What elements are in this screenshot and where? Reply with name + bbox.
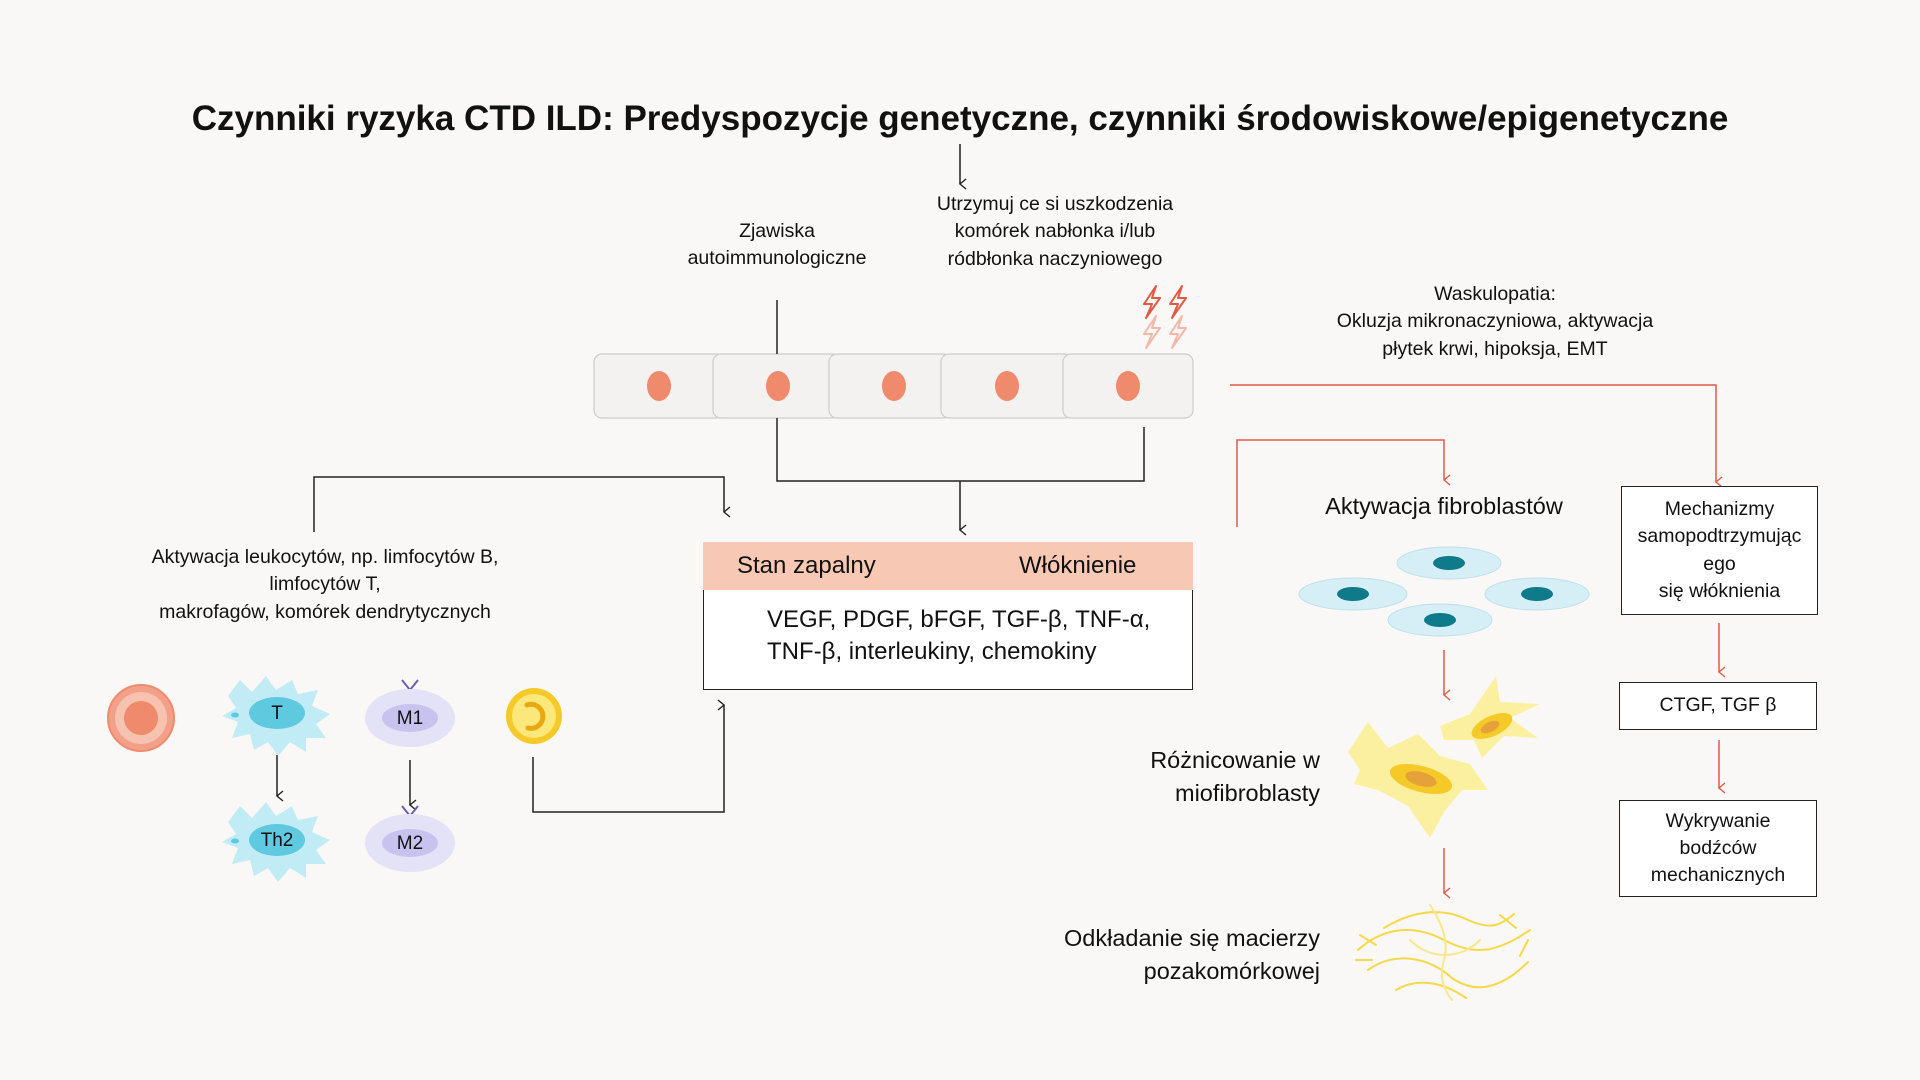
ctgf-box: CTGF, TGF β (1619, 682, 1817, 730)
connectors (275, 300, 1145, 813)
dendritic-cell-icon (506, 688, 562, 744)
th2-cell-label: Th2 (260, 830, 294, 851)
inflammation-fibrosis-header: Stan zapalny Włóknienie (703, 542, 1193, 590)
injury-line: ródbłonka naczyniowego (947, 247, 1163, 270)
fibroblast-icon (1298, 546, 1590, 637)
fibrosis-label: Włóknienie (1019, 552, 1137, 579)
ecm-line: Odkładanie się macierzy (1064, 925, 1320, 951)
mediators-text: VEGF, PDGF, bFGF, TGF-β, TNF-α, TNF-β, i… (767, 604, 1150, 669)
m1-macrophage-icon (365, 679, 455, 747)
lightning-icon (1143, 285, 1187, 349)
m2-cell-label: M2 (396, 833, 424, 854)
mediators-box: VEGF, PDGF, bFGF, TGF-β, TNF-α, TNF-β, i… (703, 590, 1193, 690)
mechanisms-line: się włóknienia (1658, 579, 1781, 602)
vasculopathy-label: Waskulopatia: Okluzja mikronaczyniowa, a… (1300, 281, 1690, 363)
vasculopathy-line: Waskulopatia: (1434, 283, 1556, 305)
cell-nucleus (647, 371, 671, 401)
mechano-line: Wykrywanie (1665, 809, 1771, 832)
myofibroblast-line: Różnicowanie w (1150, 747, 1320, 773)
red-connectors (730, 384, 1726, 899)
cell-nucleus (1116, 371, 1140, 401)
leukocyte-line: makrofagów, komórek dendrytycznych (159, 600, 491, 623)
cell-nucleus (882, 371, 906, 401)
ecm-deposition-label: Odkładanie się macierzy pozakomórkowej (980, 922, 1320, 988)
fibroblast-activation-label: Aktywacja fibroblastów (1325, 493, 1563, 519)
mechanisms-line: Mechanizmy (1664, 497, 1775, 520)
leukocyte-activation-label: Aktywacja leukocytów, np. limfocytów B, … (120, 544, 530, 626)
autoimmune-line: autoimmunologiczne (687, 247, 867, 270)
injury-line: komórek nabłonka i/lub (954, 220, 1156, 243)
myofibroblast-icon (1348, 676, 1540, 838)
page-title: Czynniki ryzyka CTD ILD: Predyspozycje g… (191, 99, 1729, 138)
vasculopathy-line: Okluzja mikronaczyniowa, aktywacja (1336, 310, 1654, 333)
th2-cell-icon (222, 802, 330, 882)
mechanisms-line: ego (1703, 552, 1736, 575)
ecm-line: pozakomórkowej (1143, 957, 1320, 984)
self-sustaining-mechanisms-box: Mechanizmy samopodtrzymując ego się włók… (1621, 486, 1818, 615)
epithelial-cell-row (593, 353, 1194, 419)
injury-label: Utrzymuj ce si uszkodzenia komórek nabło… (905, 191, 1205, 273)
injury-line: Utrzymuj ce si uszkodzenia (936, 193, 1174, 215)
mediators-line: TNF-β, interleukiny, chemokiny (767, 638, 1097, 666)
ecm-fibers-icon (1355, 904, 1531, 1001)
leukocyte-line: limfocytów T, (269, 573, 381, 596)
t-cell-icon (222, 676, 330, 756)
autoimmune-line: Zjawiska (739, 220, 815, 242)
autoimmune-label: Zjawiska autoimmunologiczne (657, 218, 897, 273)
cell-nucleus (766, 371, 790, 401)
m1-cell-label: M1 (396, 708, 424, 729)
b-cell-icon (107, 684, 175, 752)
mechanosensing-box: Wykrywanie bodźców mechanicznych (1619, 800, 1817, 897)
t-cell-label: T (271, 703, 283, 724)
mediators-line: VEGF, PDGF, bFGF, TGF-β, TNF-α, (767, 606, 1151, 633)
cell-nucleus (995, 371, 1019, 401)
vasculopathy-line: płytek krwi, hipoksja, EMT (1382, 337, 1608, 360)
mechano-line: bodźców (1679, 836, 1757, 859)
myofibroblast-line: miofibroblasty (1175, 779, 1320, 806)
m2-macrophage-icon (365, 805, 455, 872)
inflammation-label: Stan zapalny (737, 552, 876, 579)
mechanisms-line: samopodtrzymując (1637, 525, 1802, 548)
myofibroblast-diff-label: Różnicowanie w miofibroblasty (1060, 744, 1320, 810)
mechano-line: mechanicznych (1650, 864, 1786, 887)
leukocyte-line: Aktywacja leukocytów, np. limfocytów B, (151, 546, 499, 568)
